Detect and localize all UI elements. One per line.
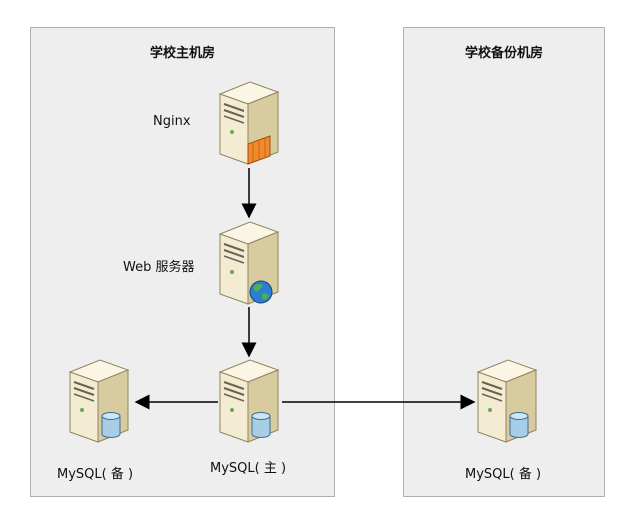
mysql-remote-slave-server-icon: [477, 359, 537, 443]
nginx-server-icon: [219, 81, 279, 165]
database-icon: [101, 412, 121, 438]
zone-main-title: 学校主机房: [149, 46, 215, 61]
nginx-label: Nginx: [153, 114, 191, 129]
web-server-label: Web 服务器: [123, 260, 195, 275]
mysql-local-slave-label: MySQL( 备 ): [57, 467, 134, 482]
firewall-icon: [247, 135, 271, 165]
web-server-icon: [219, 221, 279, 305]
database-icon: [251, 412, 271, 438]
database-icon: [509, 412, 529, 438]
mysql-local-slave-server-icon: [69, 359, 129, 443]
mysql-master-server-icon: [219, 359, 279, 443]
mysql-master-label: MySQL( 主 ): [210, 461, 287, 476]
mysql-remote-slave-label: MySQL( 备 ): [465, 467, 542, 482]
zone-backup-title: 学校备份机房: [464, 46, 543, 61]
globe-icon: [249, 280, 273, 304]
